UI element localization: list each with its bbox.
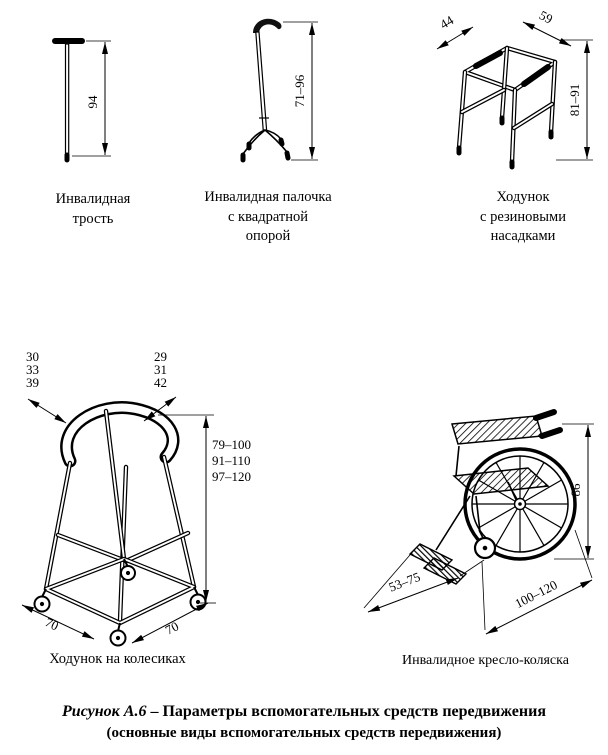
cane-label-line1: Инвалидная — [55, 191, 131, 207]
walker-label-line3: насадками — [490, 228, 556, 245]
quad-leg-front-right — [264, 129, 288, 153]
quad-cane-label-line3: опорой — [245, 228, 291, 245]
caption-title: – Параметры вспомогательных средств пере… — [146, 703, 546, 720]
walker-label-line1: Ходунок — [496, 189, 550, 205]
push-handle — [533, 409, 557, 421]
cane-drawing: 94 — [52, 38, 111, 163]
dim-height-1: 79–100 — [212, 437, 251, 452]
figure-caption: Рисунок А.6 – Параметры вспомогательных … — [0, 701, 608, 744]
cane-body — [52, 38, 85, 163]
caption-line2: (основные виды вспомогательных средств п… — [106, 725, 502, 742]
wheeled-walker-frame — [33, 401, 207, 647]
dim-height-3: 97–120 — [212, 469, 251, 484]
quad-cane-handle — [253, 18, 282, 33]
dim-top-right-2: 31 — [154, 362, 167, 377]
walker-label-line2: с резиновыми — [480, 208, 566, 225]
wheelchair-drawing: 86 53–75 100–120 — [363, 409, 594, 635]
quad-leg-front-left — [242, 129, 266, 155]
wheelchair-label-text: Инвалидное кресло-коляска — [402, 653, 569, 668]
wheeled-walker-label-text: Ходунок на колесиках — [49, 651, 186, 667]
front-caster — [473, 536, 497, 560]
walker-grip-left — [473, 50, 503, 69]
wheelchair-length-dim-label: 100–120 — [512, 577, 559, 611]
dim-top-right-1: 29 — [154, 349, 167, 364]
backrest — [451, 415, 543, 445]
caption-figure-ref: Рисунок А.6 — [62, 703, 147, 720]
quad-cane-label-line1: Инвалидная палочка — [204, 189, 332, 205]
cane-shaft — [64, 43, 70, 155]
walker-frame — [456, 45, 558, 170]
walker-depth-dim-label: 59 — [537, 7, 555, 26]
walker-width-dim-label: 44 — [437, 12, 456, 32]
quad-cane-shaft — [255, 31, 268, 131]
walker-height-dim-label: 81–91 — [567, 84, 582, 117]
quad-cane-body — [240, 18, 291, 163]
wheelchair-seat-depth-dim-label: 53–75 — [387, 569, 423, 595]
spokes — [472, 456, 568, 552]
walker-grip-right — [521, 64, 551, 87]
dim-height-2: 91–110 — [212, 453, 251, 468]
walker-label: Ходунок с резиновыми насадками — [443, 188, 603, 247]
wheeled-walker-drawing: 30 33 39 29 31 42 79–100 91–110 97–120 7… — [21, 349, 251, 647]
dim-top-right-3: 42 — [154, 375, 167, 390]
wheeled-walker-label: Ходунок на колесиках — [10, 650, 225, 670]
walker-dimensions: 44 59 81–91 — [436, 7, 593, 161]
wheelchair-height-dim-label: 86 — [568, 483, 583, 497]
quad-leg-back-left — [248, 129, 266, 144]
dim-base-left-label: 70 — [43, 614, 61, 633]
wheelchair-label: Инвалидное кресло-коляска — [368, 652, 603, 671]
push-handle — [539, 427, 563, 439]
quad-cane-dimension: 71–96 — [283, 21, 318, 161]
wheelchair-body — [408, 409, 577, 585]
dim-top-left-2: 33 — [26, 362, 39, 377]
caption-line1: Рисунок А.6 – Параметры вспомогательных … — [0, 701, 608, 723]
dim-top-left-3: 39 — [26, 375, 39, 390]
cane-dimension: 94 — [72, 40, 111, 157]
dim-top-left-1: 30 — [26, 349, 39, 364]
cane-height-dim-label: 94 — [85, 95, 100, 109]
cane-label: Инвалидная трость — [28, 190, 158, 229]
quad-cane-drawing: 71–96 — [240, 18, 318, 163]
walker-drawing: 44 59 81–91 — [436, 7, 593, 170]
quad-cane-label: Инвалидная палочка с квадратной опорой — [193, 188, 343, 247]
cane-label-line2: трость — [72, 210, 114, 227]
quad-cane-height-dim-label: 71–96 — [292, 74, 307, 107]
rear-wheel — [463, 447, 577, 561]
dim-base-right-label: 70 — [163, 618, 182, 637]
wheeled-walker-dimensions: 30 33 39 29 31 42 79–100 91–110 97–120 7… — [21, 349, 251, 644]
quad-cane-label-line2: с квадратной — [228, 208, 308, 225]
